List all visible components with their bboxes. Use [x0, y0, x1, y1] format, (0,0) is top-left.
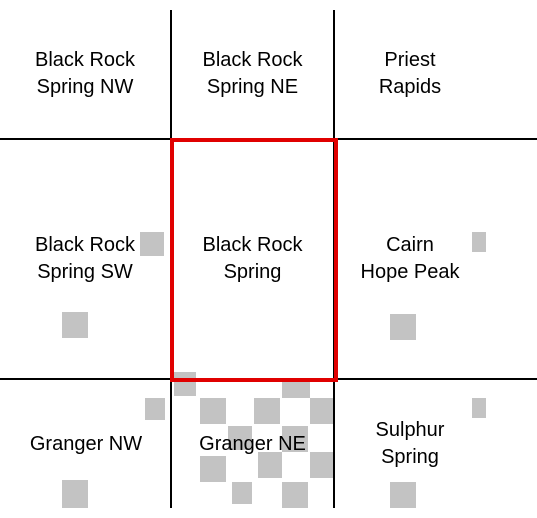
land-patch: [282, 426, 308, 452]
land-patch: [310, 452, 334, 478]
land-patch: [228, 426, 252, 450]
land-patch: [200, 456, 226, 482]
selected-quad-highlight: [170, 138, 338, 382]
land-patch: [282, 380, 310, 398]
land-patch: [232, 482, 252, 504]
land-patch: [258, 452, 282, 478]
land-patch: [390, 482, 416, 508]
land-patch: [310, 398, 334, 424]
land-patch: [140, 232, 164, 256]
land-patch: [282, 482, 308, 508]
quad-label-granger-nw: Granger NW: [29, 432, 143, 455]
land-patch: [62, 480, 88, 508]
land-patch: [145, 398, 165, 420]
land-patch: [254, 398, 280, 424]
land-patch: [472, 232, 486, 252]
land-patch: [472, 398, 486, 418]
quad-label-granger-ne: Granger NE: [199, 432, 306, 455]
land-patch: [62, 312, 88, 338]
land-patch: [390, 314, 416, 340]
land-patch: [200, 398, 226, 424]
